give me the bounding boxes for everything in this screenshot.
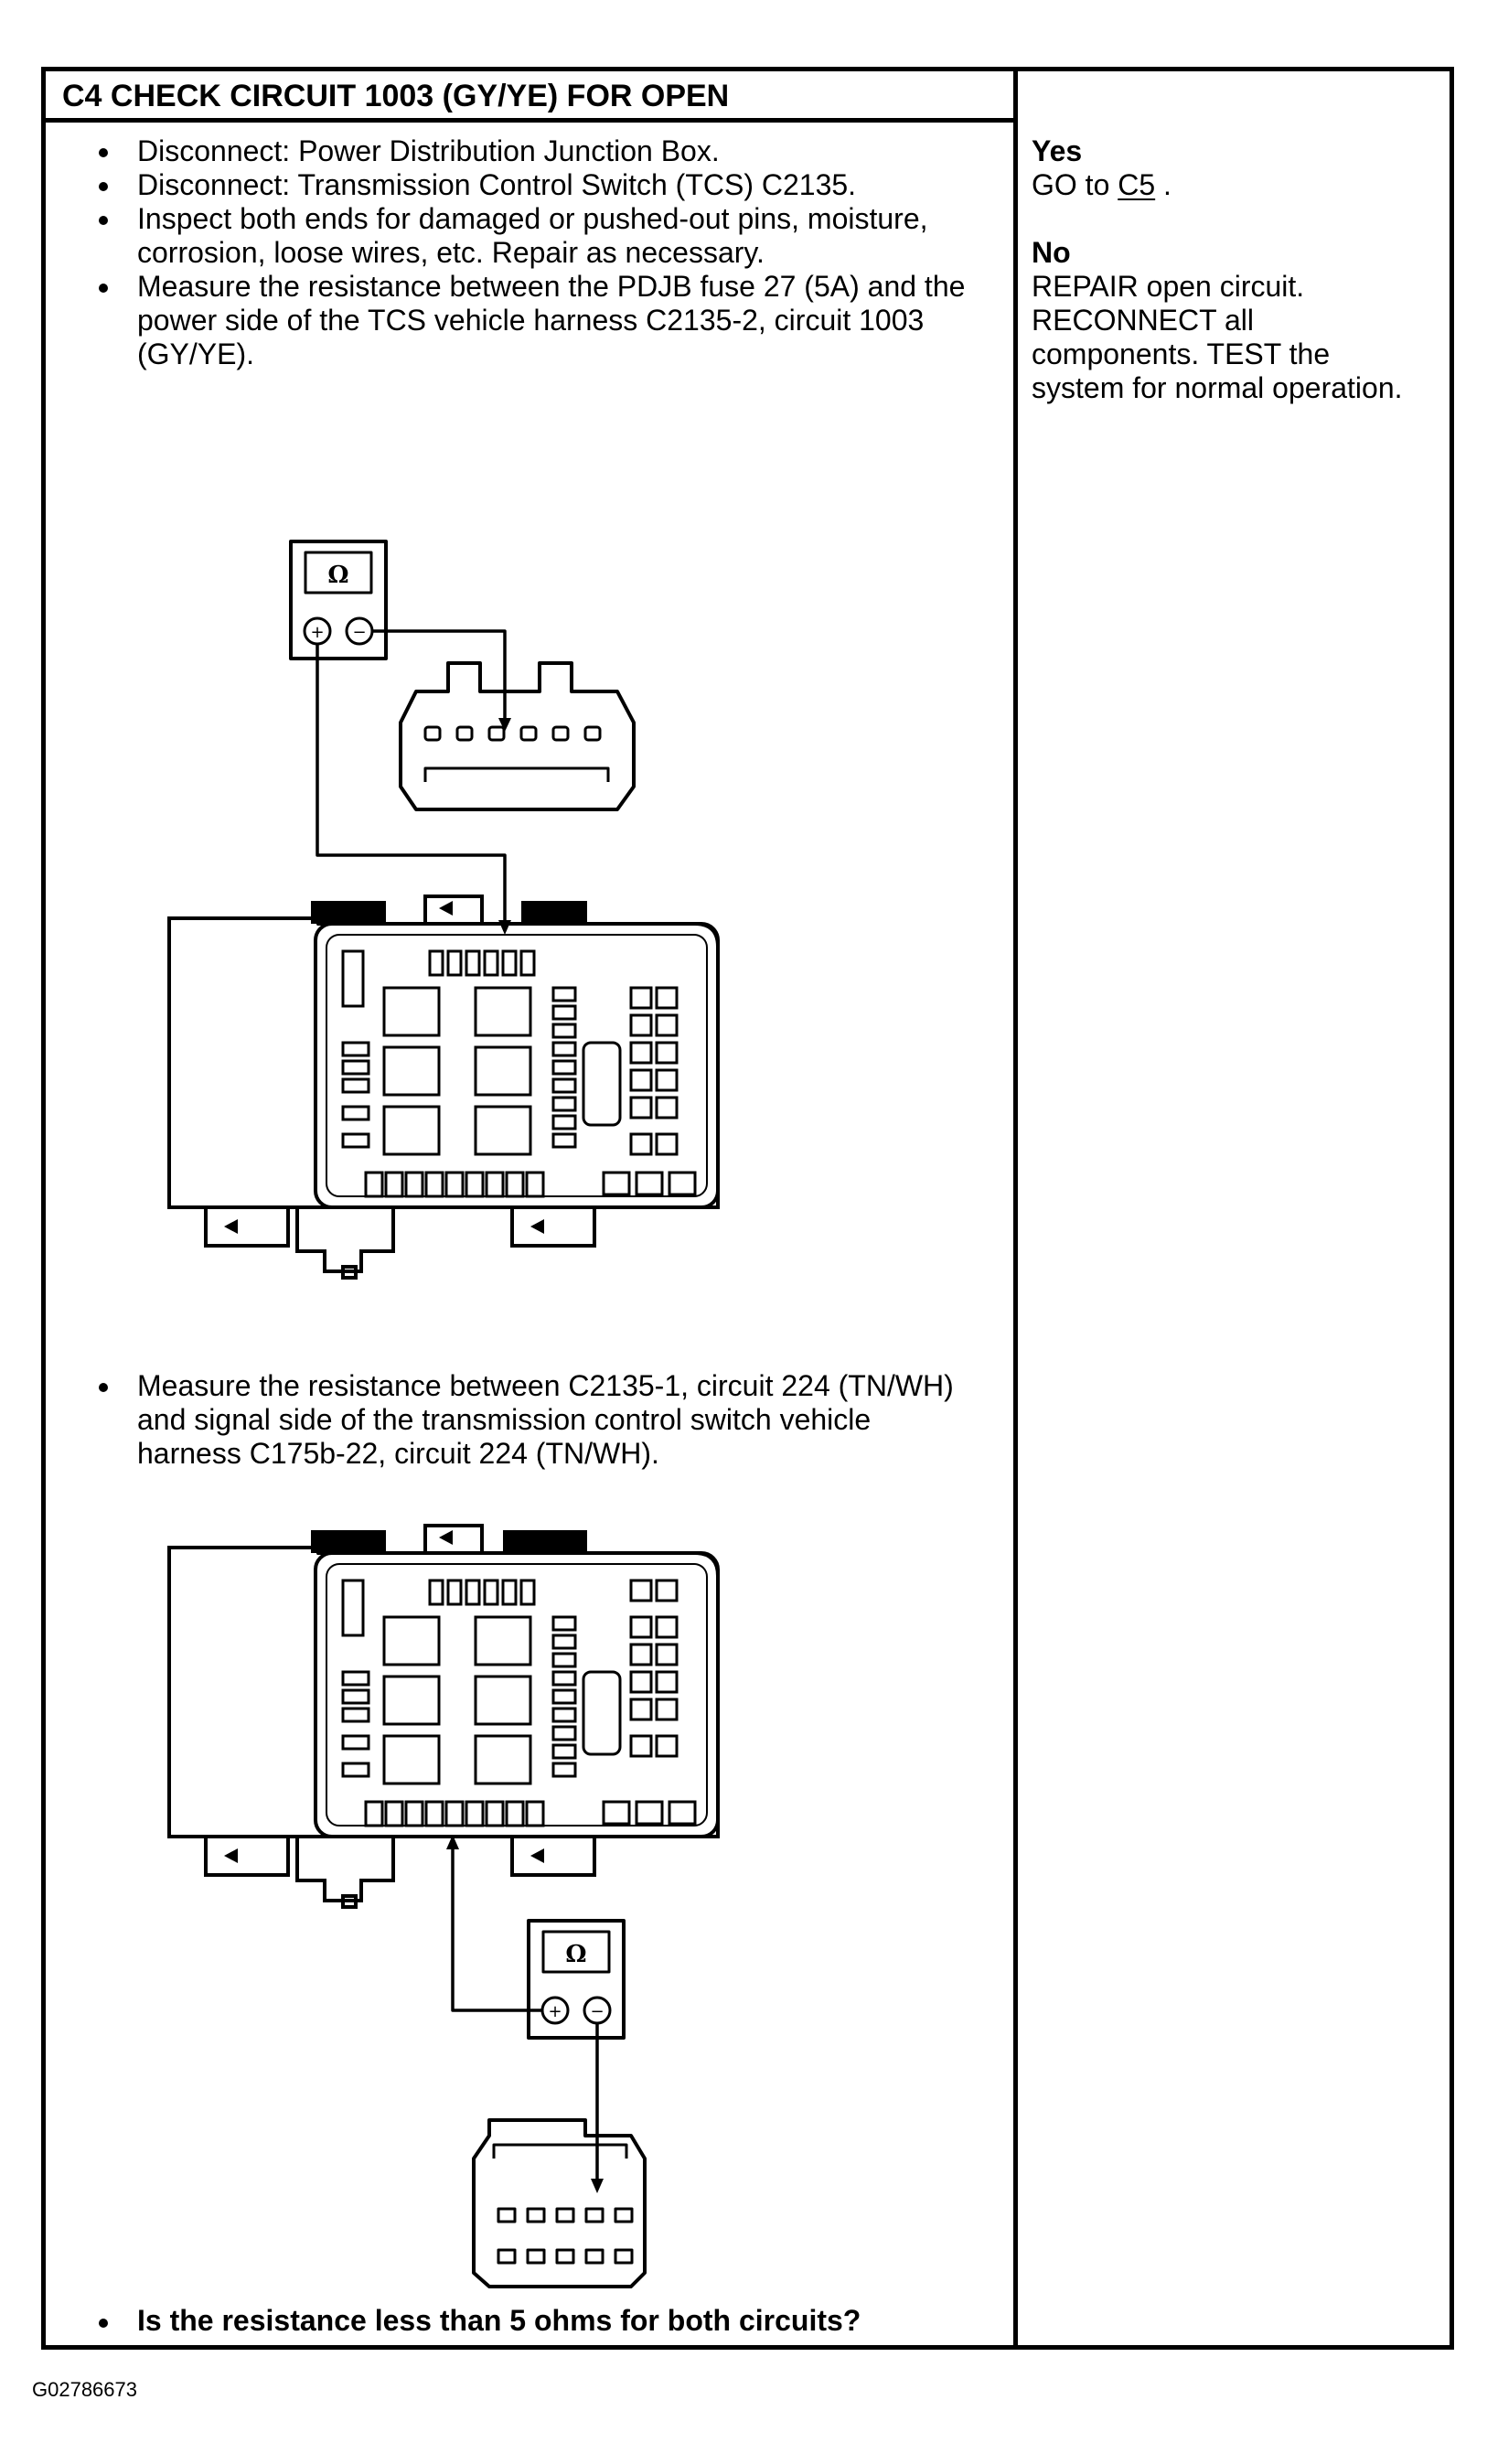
yes-action: GO to C5 . [1032, 168, 1171, 201]
minus-terminal: − [352, 623, 366, 642]
yes-label: Yes [1032, 134, 1083, 167]
header-rule [41, 118, 1018, 123]
junction-box-icon [167, 895, 720, 1280]
bullet [99, 148, 108, 157]
page-title: C4 CHECK CIRCUIT 1003 (GY/YE) FOR OPEN [62, 79, 730, 113]
ohmmeter-icon [527, 1919, 626, 2040]
minus-terminal: − [590, 2002, 604, 2021]
no-action-line-2: RECONNECT all [1032, 304, 1254, 337]
question: Is the resistance less than 5 ohms for b… [137, 2304, 861, 2337]
ohm-symbol: Ω [565, 1941, 586, 1968]
step-measure-1-line-3: (GY/YE). [137, 337, 255, 370]
no-action-line-1: REPAIR open circuit. [1032, 270, 1305, 303]
link-c5[interactable]: C5 [1118, 168, 1156, 201]
step-measure-1-line-1: Measure the resistance between the PDJB … [137, 270, 966, 303]
bullet [99, 284, 108, 293]
bullet [99, 216, 108, 225]
step-inspect-line-1: Inspect both ends for damaged or pushed-… [137, 202, 928, 235]
ohm-symbol: Ω [327, 562, 348, 589]
plus-terminal: + [548, 2002, 562, 2021]
table-frame [41, 67, 1454, 2350]
no-action-line-3: components. TEST the [1032, 337, 1331, 370]
step-disconnect-tcs: Disconnect: Transmission Control Switch … [137, 168, 857, 201]
step-measure-2-line-3: harness C175b-22, circuit 224 (TN/WH). [137, 1437, 659, 1470]
connector-icon [472, 2118, 647, 2288]
plus-terminal: + [310, 623, 324, 642]
bullet [99, 182, 108, 191]
step-measure-2-line-1: Measure the resistance between C2135-1, … [137, 1369, 954, 1402]
junction-box-icon [167, 1524, 720, 1909]
step-inspect-line-2: corrosion, loose wires, etc. Repair as n… [137, 236, 765, 269]
figure-id: G02786673 [32, 2378, 137, 2401]
column-divider [1013, 67, 1018, 2350]
no-label: No [1032, 236, 1071, 269]
step-disconnect-pdjb: Disconnect: Power Distribution Junction … [137, 134, 720, 167]
bullet [99, 1383, 108, 1392]
connector-icon [399, 661, 636, 811]
no-action-line-4: system for normal operation. [1032, 371, 1403, 404]
bullet [99, 2319, 108, 2328]
step-measure-2-line-2: and signal side of the transmission cont… [137, 1403, 872, 1436]
step-measure-1-line-2: power side of the TCS vehicle harness C2… [137, 304, 925, 337]
